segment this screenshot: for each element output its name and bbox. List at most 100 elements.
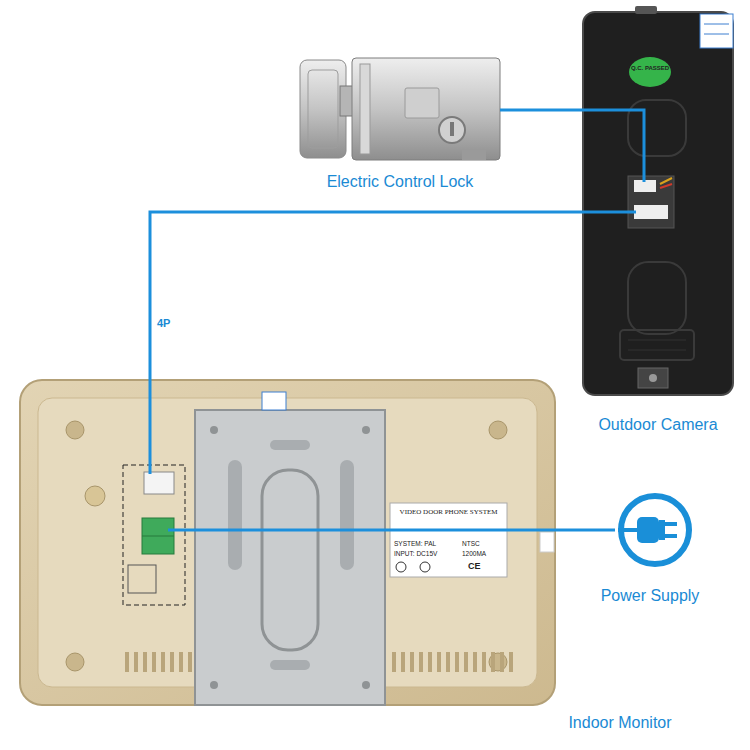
camera-illustration-part [628, 350, 686, 351]
monitor-illustration-part [128, 565, 156, 593]
monitor-illustration-part [134, 652, 138, 672]
device-label: Outdoor Camera [598, 415, 717, 435]
monitor-illustration-part [143, 652, 147, 672]
monitor-illustration-part [142, 536, 174, 537]
cable-connector [555, 529, 615, 532]
lock-illustration [300, 58, 500, 160]
printed-label: Q.C. PASSED [630, 65, 670, 72]
monitor-illustration-part [228, 460, 242, 570]
printed-label: INPUT: DC15V [394, 549, 458, 558]
monitor-illustration-part [540, 532, 554, 552]
monitor-illustration-part [210, 681, 218, 689]
printed-label: SYSTEM: PAL [394, 539, 458, 548]
plug-icon-part [637, 517, 659, 543]
lock-illustration-part [450, 122, 454, 136]
monitor-illustration-part [464, 652, 468, 672]
cable-label: 4P [157, 317, 170, 330]
monitor-illustration-part [340, 460, 354, 570]
internal-wire-part [583, 110, 644, 182]
printed-label: NTSC [462, 539, 502, 548]
camera-illustration [583, 6, 733, 395]
camera-illustration-part [628, 262, 686, 334]
monitor-illustration-part [270, 660, 310, 670]
monitor-illustration-part [401, 652, 405, 672]
device-label: Indoor Monitor [568, 713, 671, 733]
monitor-illustration-part [195, 410, 385, 705]
monitor-illustration-part [420, 562, 430, 572]
monitor-illustration-part [125, 652, 513, 672]
monitor-illustration [20, 380, 555, 705]
camera-illustration-part [635, 6, 657, 14]
monitor-illustration-part [170, 652, 174, 672]
monitor-illustration-part [210, 426, 218, 434]
monitor-illustration-part [179, 652, 183, 672]
camera-illustration-part [583, 12, 733, 395]
printed-label: 1200MA [462, 549, 502, 558]
printed-label: VIDEO DOOR PHONE SYSTEM [392, 508, 505, 517]
internal-wire [150, 110, 644, 530]
lock-illustration-part [352, 58, 500, 160]
monitor-illustration-part [509, 652, 513, 672]
camera-illustration-part [629, 57, 671, 87]
monitor-illustration-part [142, 518, 174, 554]
internal-wire-part [168, 529, 555, 532]
monitor-illustration-part [437, 652, 441, 672]
monitor-illustration-part [152, 652, 156, 672]
power-plug: Power Supply [615, 490, 695, 570]
camera-illustration-part [704, 34, 729, 35]
monitor-illustration-part [144, 472, 174, 494]
monitor-illustration-part [20, 380, 555, 705]
lock-illustration-part [360, 64, 370, 154]
camera-illustration-part [649, 374, 657, 382]
internal-wire-part [149, 380, 152, 474]
monitor-illustration-part [392, 652, 396, 672]
lock-illustration-part [439, 117, 465, 143]
cable-connector [150, 212, 583, 380]
device-label: Power Supply [601, 586, 700, 606]
internal-wire-part [583, 211, 636, 214]
camera-illustration-part [634, 205, 668, 219]
monitor-illustration-part [390, 503, 507, 577]
monitor-illustration-part [161, 652, 165, 672]
monitor-illustration-part [125, 652, 129, 672]
plug-icon-part [665, 534, 677, 538]
lock-illustration-part [462, 150, 486, 160]
monitor-illustration-part [455, 652, 459, 672]
monitor-illustration-part [66, 653, 84, 671]
lock-device: Electric Control Lock [300, 55, 500, 160]
camera-illustration-part [628, 176, 674, 228]
camera-illustration-part [704, 24, 729, 25]
plug-icon-part [665, 522, 677, 526]
monitor-illustration-part [446, 652, 450, 672]
camera-illustration-part [700, 14, 733, 48]
monitor-illustration-part [500, 652, 504, 672]
lock-illustration-part [405, 88, 439, 118]
monitor-illustration-part [188, 652, 192, 672]
camera-illustration-part [660, 184, 672, 188]
monitor-illustration-part [473, 652, 477, 672]
camera-illustration-part [628, 100, 686, 156]
camera-illustration-part [628, 340, 686, 341]
printed-label: CE [468, 561, 498, 572]
monitor-illustration-part [123, 465, 185, 605]
monitor-illustration-part [262, 470, 318, 650]
monitor-illustration-part [270, 440, 310, 450]
device-label: Electric Control Lock [327, 172, 474, 192]
monitor-illustration-part [66, 421, 84, 439]
monitor-illustration-part [428, 652, 432, 672]
camera-illustration-part [660, 178, 672, 184]
monitor-illustration-part [482, 652, 486, 672]
monitor-illustration-part [85, 486, 105, 506]
lock-illustration-part [300, 60, 346, 158]
monitor-illustration-part [262, 392, 286, 410]
monitor-illustration-part [396, 562, 406, 572]
camera-illustration-part [638, 368, 668, 388]
lock-illustration-part [308, 70, 338, 148]
cable-connector [500, 109, 583, 112]
camera-illustration-part [620, 330, 694, 360]
monitor-illustration-part [419, 652, 423, 672]
monitor-illustration-part [489, 653, 507, 671]
